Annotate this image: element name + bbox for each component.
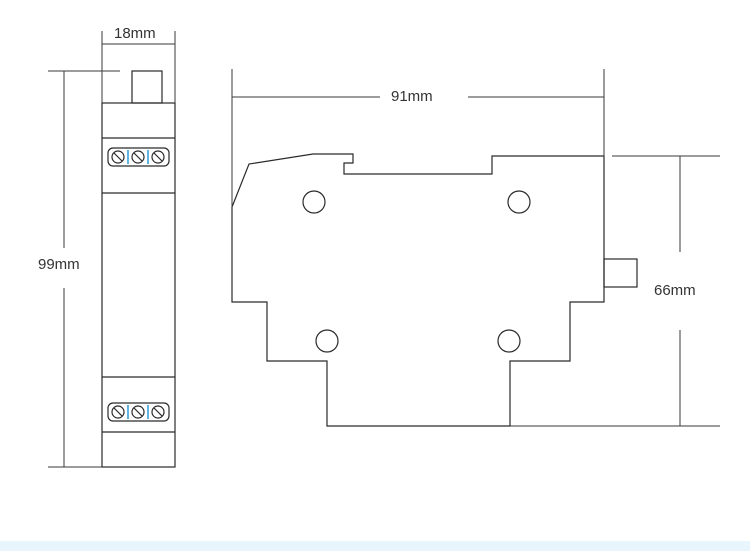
width-dimension [101, 31, 176, 103]
bottom-terminal-strip [107, 402, 170, 422]
top-screw-3-slot [153, 152, 163, 162]
length-dimension [231, 69, 605, 207]
top-screw-1 [111, 150, 125, 164]
depth-dimension [510, 155, 720, 427]
side-view [231, 153, 638, 427]
mounting-hole-top-left [302, 190, 326, 214]
top-screw-2-slot [133, 152, 143, 162]
bottom-screw-3-slot [153, 407, 163, 417]
top-terminal-housing [107, 147, 170, 167]
bottom-screw-3 [151, 405, 165, 419]
width-label: 18mm [114, 25, 156, 43]
bottom-strip [0, 541, 750, 551]
mounting-hole-top-right [507, 190, 531, 214]
bottom-screw-1-slot [113, 407, 123, 417]
top-screw-1-slot [113, 152, 123, 162]
depth-label: 66mm [654, 282, 696, 300]
top-screw-2 [131, 150, 145, 164]
bottom-terminal-housing [107, 402, 170, 422]
side-view-outline [231, 153, 605, 427]
bottom-screw-2-slot [133, 407, 143, 417]
front-view-top-knob [131, 70, 163, 104]
height-label: 99mm [38, 256, 80, 274]
top-terminal-strip [107, 147, 170, 167]
mounting-hole-bottom-right [497, 329, 521, 353]
top-screw-3 [151, 150, 165, 164]
front-view [101, 70, 176, 468]
height-dimension [48, 70, 120, 468]
mounting-hole-bottom-left [315, 329, 339, 353]
bottom-screw-1 [111, 405, 125, 419]
bottom-screw-2 [131, 405, 145, 419]
length-label: 91mm [391, 88, 433, 106]
side-view-latch [603, 258, 638, 288]
